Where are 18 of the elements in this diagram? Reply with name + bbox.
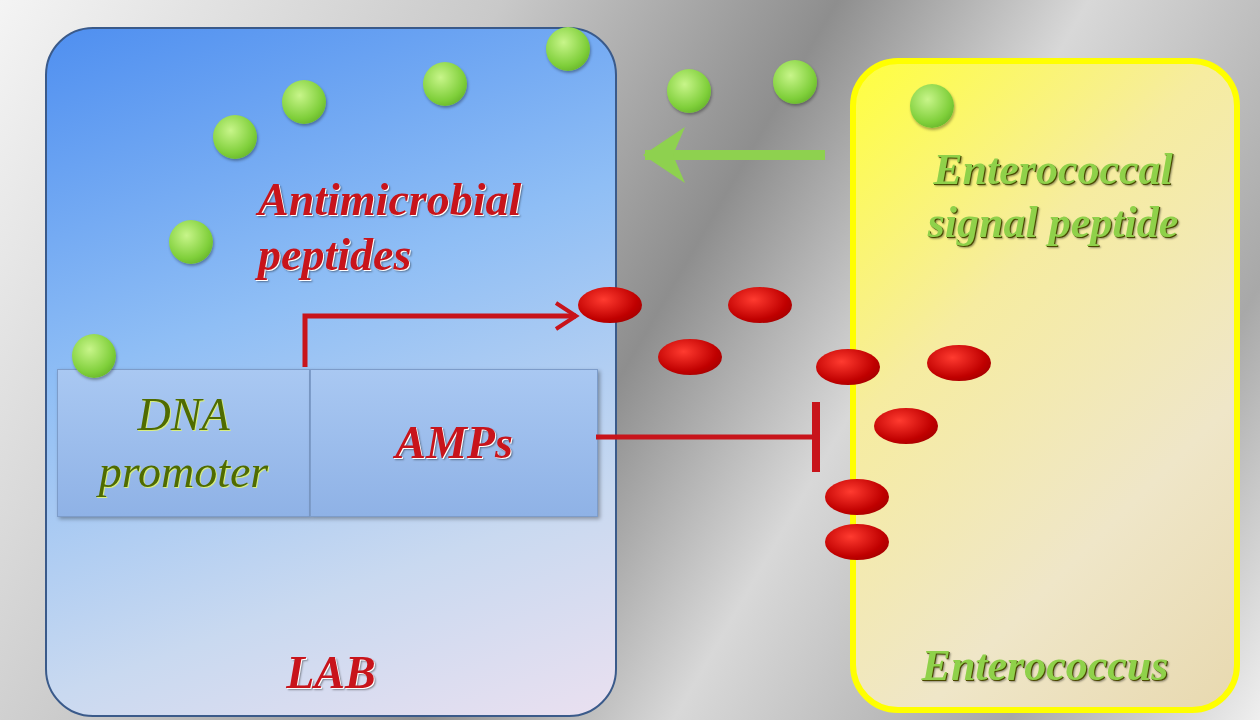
peptide-oval [658,339,722,375]
peptide-oval [874,408,938,444]
arrow [643,127,825,183]
peptide-oval [825,524,889,560]
peptide-oval [816,349,880,385]
arrow [302,301,578,367]
cell-label: Enterococcus [921,640,1169,692]
signal-label: Enterococcal signal peptide [926,144,1180,249]
gene-box: AMPs [310,369,598,517]
peptide-oval [927,345,991,381]
gene-box: DNA promoter [57,369,310,517]
cell-label: LAB [286,646,376,700]
peptide-oval [728,287,792,323]
peptide-oval [578,287,642,323]
cell-box [45,27,617,717]
peptide-oval [825,479,889,515]
cell-box [850,58,1240,713]
inhibition-line [596,402,820,472]
